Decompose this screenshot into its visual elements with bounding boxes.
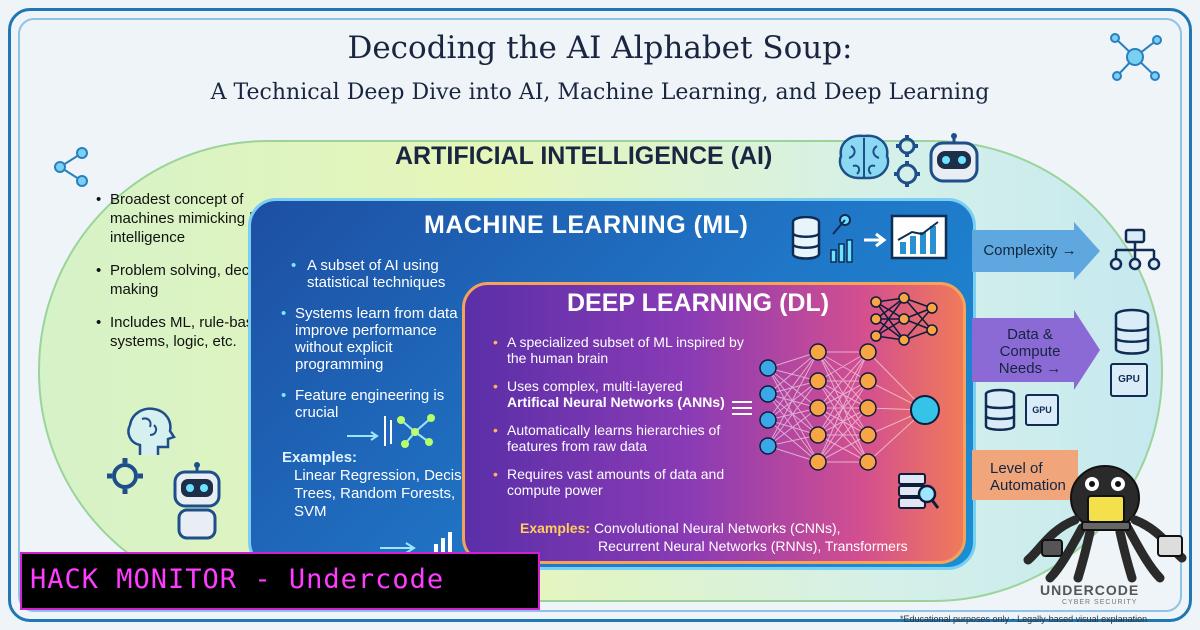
server-icon: [898, 473, 940, 509]
ml-bullet: Feature engineering is crucial: [281, 387, 483, 421]
ai-bullet: Problem solving, decision making: [96, 261, 300, 299]
chart-icon: [890, 214, 948, 260]
hack-monitor-banner: HACK MONITOR - Undercode: [20, 552, 540, 610]
gpu-icon: GPU: [1110, 363, 1148, 397]
gpu-icon: GPU: [1025, 394, 1059, 426]
gear-icon: [894, 135, 920, 187]
ml-bullet: A subset of AI using statistical techniq…: [291, 257, 483, 291]
ml-examples-label: Examples:: [282, 449, 358, 466]
ml-title: MACHINE LEARNING (ML): [424, 211, 749, 239]
database-icon: [791, 216, 821, 260]
data-compute-arrow: [972, 310, 1100, 390]
ml-bullet: Systems learn from data & improve perfor…: [281, 305, 483, 373]
dl-ann-text: Artifical Neural Networks (ANNs): [507, 394, 725, 410]
arrow-right-icon: [864, 232, 887, 248]
gpu-label: GPU: [1118, 374, 1140, 385]
neural-network-icon: [732, 343, 940, 471]
automation-label: Level of Automation: [990, 460, 1066, 494]
dl-bullet: Automatically learns hierarchies of feat…: [493, 422, 750, 454]
ai-bullet: Includes ML, rule-based systems, logic, …: [96, 313, 300, 351]
brand-name: UNDERCODE: [1040, 582, 1140, 598]
dl-bullet: Uses complex, multi-layered Artifical Ne…: [493, 378, 750, 410]
gpu-label: GPU: [1032, 405, 1052, 415]
robot-icon: [173, 462, 221, 540]
dl-examples-line2: Recurrent Neural Networks (RNNs), Transf…: [598, 538, 908, 554]
brain-icon: [127, 407, 176, 455]
dl-title: DEEP LEARNING (DL): [567, 289, 830, 317]
dl-bullet-text: Uses complex, multi-layered: [507, 378, 683, 394]
network-icon: [1110, 33, 1162, 81]
neural-network-icon: [870, 292, 938, 346]
ml-examples: Examples: Linear Regression, Decision Tr…: [282, 449, 482, 521]
network-icon: [1109, 228, 1161, 271]
database-icon: [984, 388, 1016, 431]
dl-examples: Examples: Convolutional Neural Networks …: [520, 519, 960, 555]
complexity-arrow: [972, 222, 1100, 280]
ml-examples-text: Linear Regression, Decision Trees, Rando…: [294, 467, 482, 520]
brand-tagline: CYBER SECURITY: [1062, 599, 1138, 606]
dl-bullet: A specialized subset of ML inspired by t…: [493, 334, 750, 366]
inner-frame: [18, 18, 1182, 612]
robot-icon: [929, 133, 979, 183]
network-icon: [54, 147, 88, 187]
automation-arrow: [972, 450, 1100, 500]
dl-examples-label: Examples:: [520, 520, 591, 536]
brain-icon: [838, 134, 890, 180]
ai-title: ARTIFICIAL INTELLIGENCE (AI): [395, 142, 773, 170]
chart-icon: [380, 532, 452, 558]
ml-bullet-list: A subset of AI using statistical techniq…: [281, 257, 483, 435]
dl-examples-line1: Convolutional Neural Networks (CNNs),: [593, 520, 841, 536]
feature-graph-icon: [347, 414, 435, 448]
outer-frame: [8, 8, 1192, 622]
dl-bullet: Requires vast amounts of data and comput…: [493, 466, 750, 498]
database-icon: [1114, 308, 1150, 355]
chart-icon: [830, 214, 853, 263]
gear-icon: [107, 458, 143, 494]
complexity-label: Complexity →: [983, 242, 1077, 259]
banner-text: HACK MONITOR - Undercode: [30, 564, 445, 595]
page-subtitle: A Technical Deep Dive into AI, Machine L…: [210, 80, 990, 105]
page-title: Decoding the AI Alphabet Soup:: [347, 30, 853, 66]
dl-bullet-list: A specialized subset of ML inspired by t…: [493, 334, 750, 510]
octopus-mascot-icon: [1023, 465, 1187, 583]
data-compute-label: Data & Compute Needs →: [998, 326, 1062, 377]
footnote: *Educational purposes only - Legally-bas…: [900, 614, 1148, 624]
